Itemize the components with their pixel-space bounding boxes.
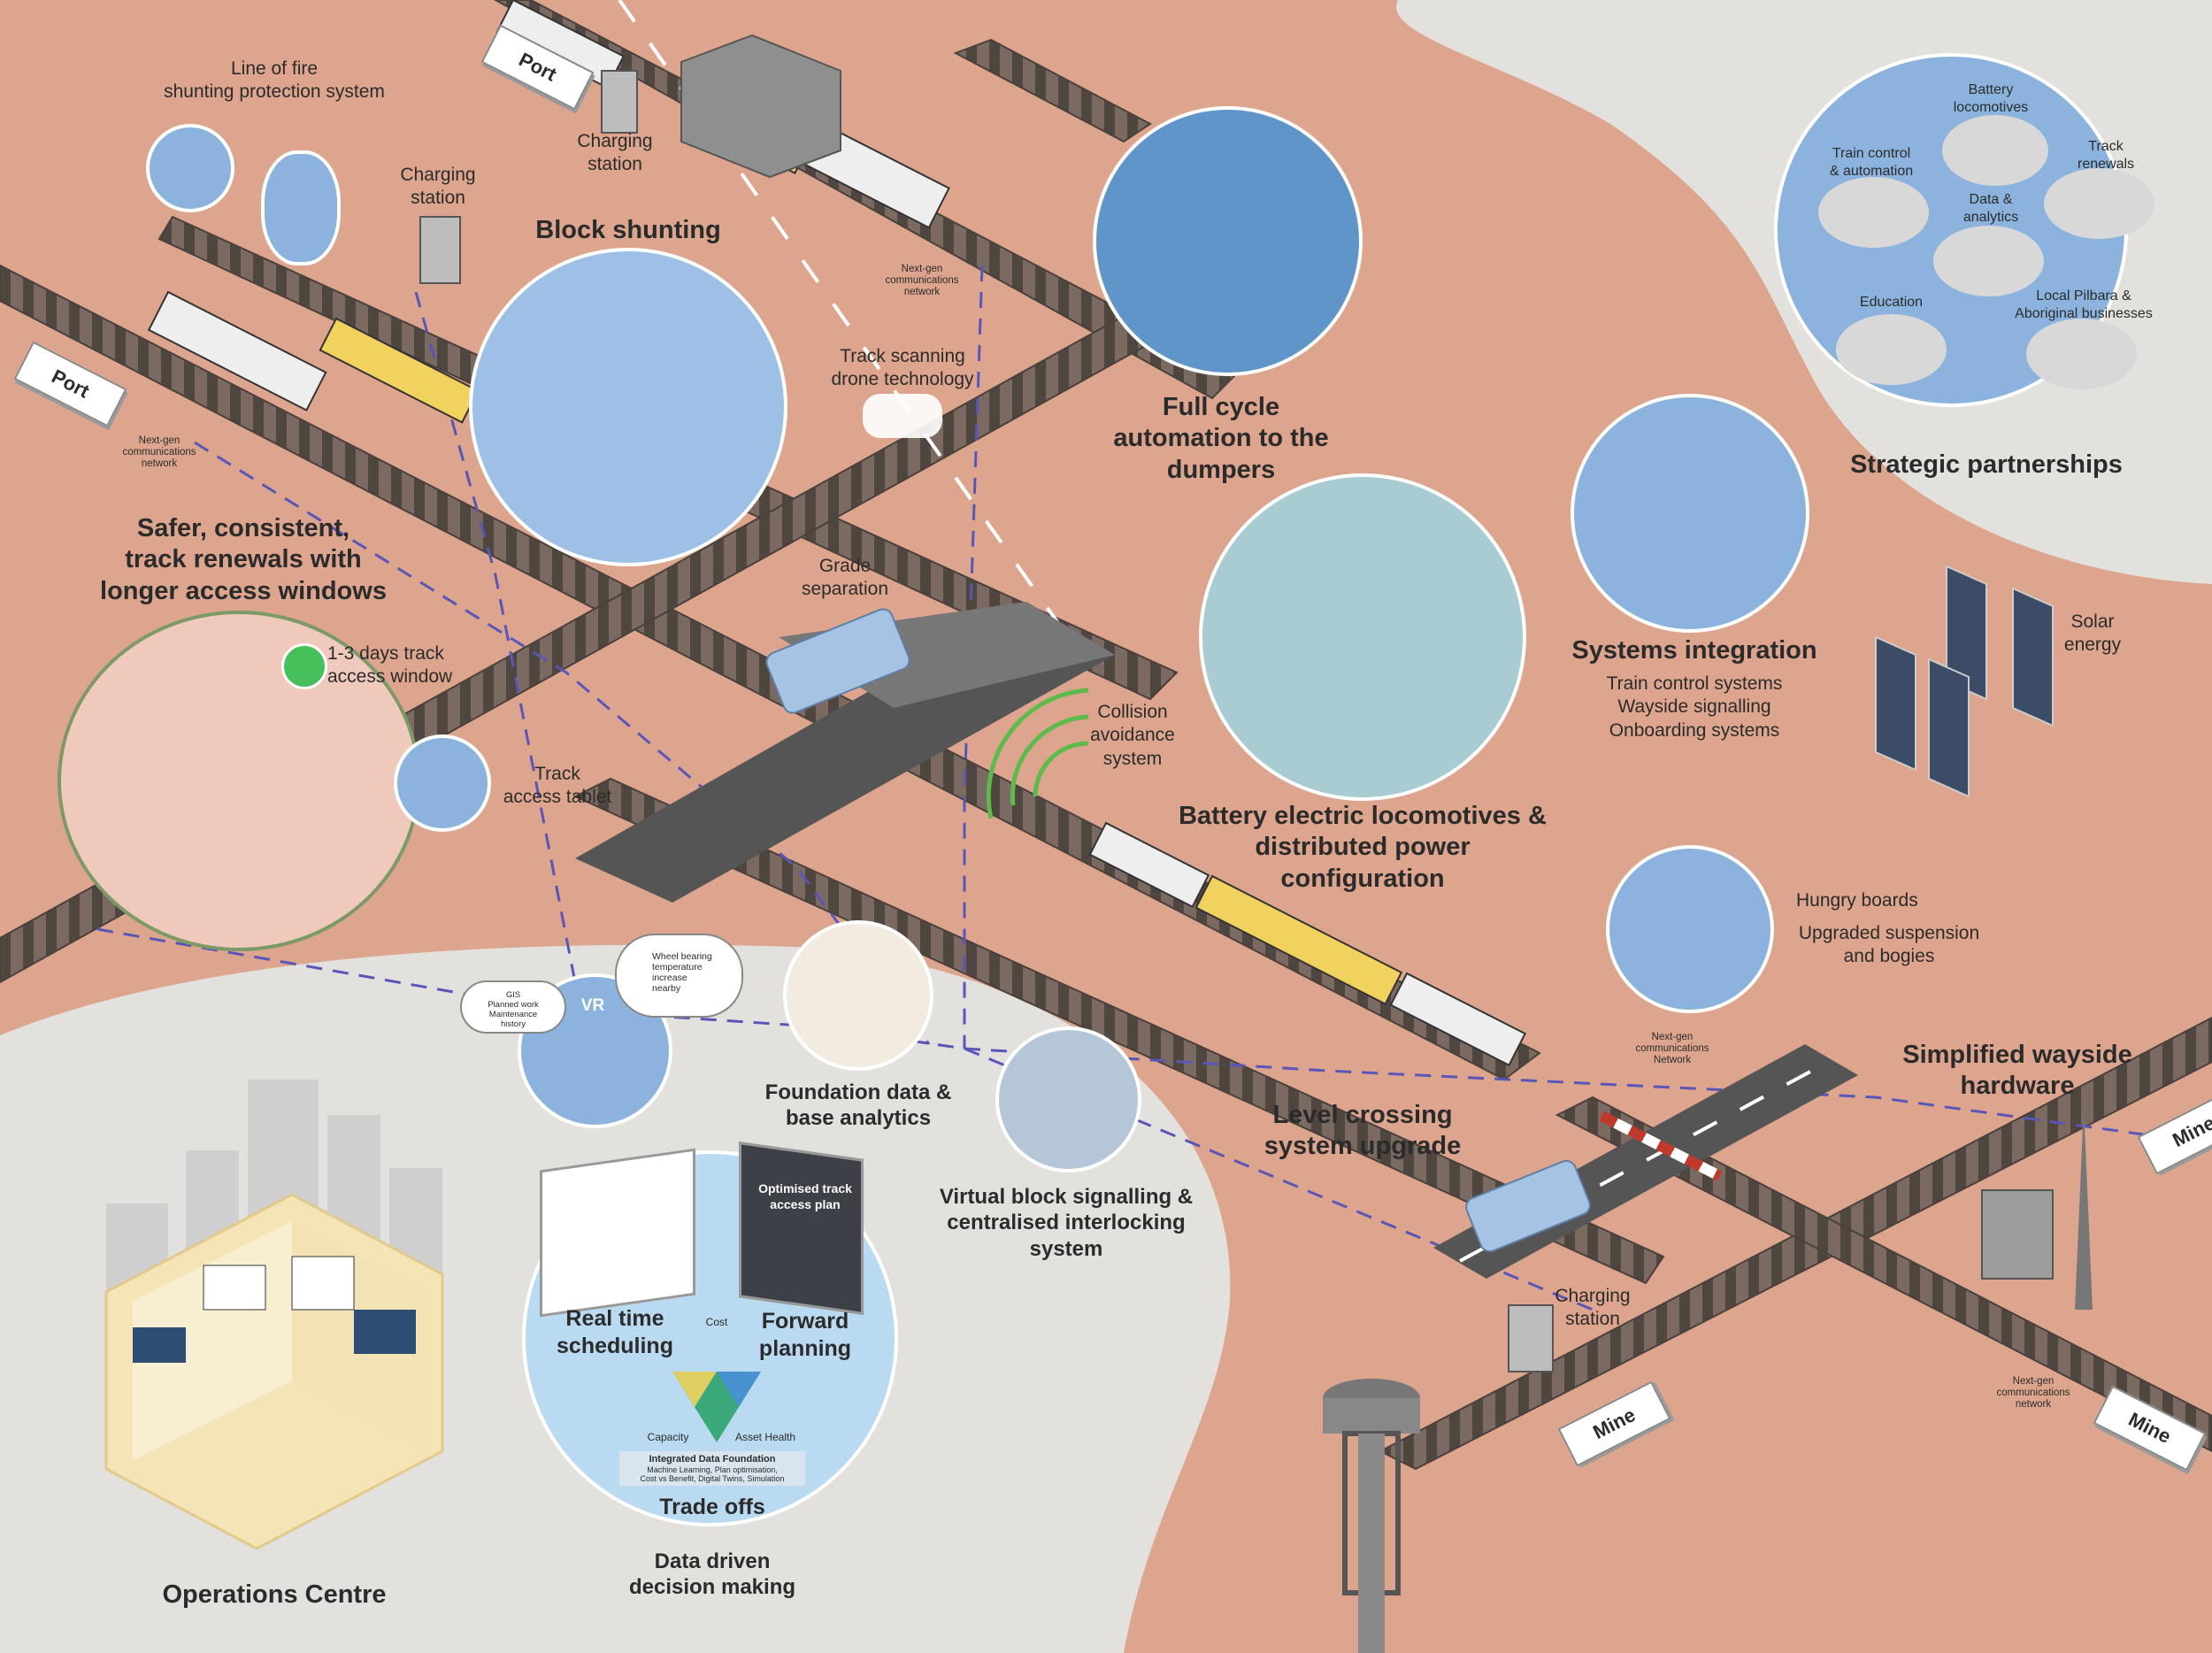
trains xyxy=(147,0,1526,1067)
operations-centre-title: Operations Centre xyxy=(162,1580,387,1609)
battery-vignette xyxy=(1199,473,1526,801)
integrated-box: Integrated Data Foundation Machine Learn… xyxy=(619,1451,805,1487)
partner-education-icon xyxy=(1836,314,1947,385)
block-shunting-vignette xyxy=(469,248,787,566)
strategic-title: Strategic partnerships xyxy=(1850,450,2123,479)
trade-offs-label: Trade offs xyxy=(659,1495,765,1519)
asset-health-label: Asset Health xyxy=(734,1431,796,1443)
full-cycle-vignette xyxy=(1093,106,1363,376)
vr-label: VR xyxy=(580,996,605,1015)
track-tablet-vignette xyxy=(394,734,491,832)
hungry-boards-label: Hungry boards xyxy=(1796,890,1918,911)
vbs-title: Virtual block signalling &centralised in… xyxy=(939,1185,1194,1261)
partner-data-icon xyxy=(1933,226,2044,296)
collision-arcs xyxy=(986,688,1089,819)
dumper-building xyxy=(680,34,841,179)
line-of-fire-vignette xyxy=(261,150,341,265)
partner-local-label: Local Pilbara &Aboriginal businesses xyxy=(2015,288,2153,321)
partner-battery-icon xyxy=(1942,115,2048,186)
partner-track-icon xyxy=(2044,168,2154,239)
partner-train-control-label: Train control& automation xyxy=(1829,146,1914,179)
forward-plan-board xyxy=(739,1142,864,1315)
cost-label: Cost xyxy=(705,1316,728,1328)
partner-train-control-icon xyxy=(1818,177,1929,248)
water-tower xyxy=(1323,1379,1420,1653)
real-time-board xyxy=(540,1148,695,1318)
partner-education-label: Education xyxy=(1859,295,1924,310)
clock-icon xyxy=(281,643,327,689)
solar-panels xyxy=(1875,565,2054,798)
hungry-boards-vignette xyxy=(1606,845,1774,1013)
block-shunting-title: Block shunting xyxy=(535,216,721,244)
tradeoff-triangle xyxy=(672,1372,761,1442)
partner-local-icon xyxy=(2026,319,2137,389)
systems-integration-title: Systems integration xyxy=(1571,636,1817,665)
charging-boxes xyxy=(419,70,1554,1372)
foundation-title: Foundation data &base analytics xyxy=(764,1080,952,1131)
operations-room xyxy=(104,1193,444,1550)
tablet-vignette-top xyxy=(146,124,234,212)
partner-data-label: Data &analytics xyxy=(1962,192,2019,225)
wayside-hardware xyxy=(1981,1106,2093,1310)
systems-integration-vignette xyxy=(1571,394,1809,633)
foundation-vignette xyxy=(783,920,933,1071)
vbs-vignette xyxy=(995,1026,1141,1172)
drone-icon xyxy=(863,394,942,438)
battery-title: Battery electric locomotives &distribute… xyxy=(1179,802,1547,893)
track-renewal-vignette xyxy=(58,611,420,951)
capacity-label: Capacity xyxy=(647,1431,689,1443)
